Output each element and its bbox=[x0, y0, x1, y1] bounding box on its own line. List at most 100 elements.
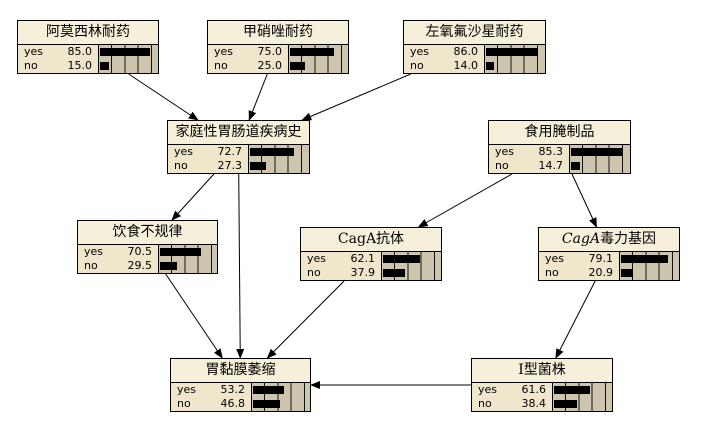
state-probability: 38.4 bbox=[521, 397, 547, 410]
probability-bar-yes bbox=[250, 148, 294, 156]
node-title: I型菌株 bbox=[472, 359, 612, 383]
probability-bar-no bbox=[554, 400, 577, 408]
title-italic-part: CagA bbox=[561, 231, 601, 247]
state-row-yes: yes 85.3 bbox=[489, 145, 630, 159]
edge-irregular_diet-to-atrophy bbox=[165, 273, 223, 359]
node-pickled-food[interactable]: 食用腌制品 yes 85.3 no 14.7 bbox=[488, 120, 631, 174]
probability-bar-yes bbox=[253, 386, 284, 394]
probability-gauge bbox=[251, 383, 310, 411]
state-row-yes: yes 61.6 bbox=[472, 383, 612, 397]
probability-bar-no bbox=[571, 162, 580, 170]
edge-caga_gene-to-type1_strain bbox=[555, 280, 596, 359]
probability-gauge bbox=[98, 45, 158, 73]
state-label: yes bbox=[478, 383, 498, 396]
state-label: yes bbox=[545, 252, 565, 265]
state-probability: 53.2 bbox=[220, 383, 246, 396]
node-title: CagA毒力基因 bbox=[539, 228, 679, 252]
probability-gauge bbox=[619, 252, 679, 280]
state-label: no bbox=[495, 159, 509, 172]
edge-metronidazole-to-family_history bbox=[248, 73, 268, 121]
edge-family_history-to-atrophy bbox=[236, 173, 245, 359]
title-part: 毒力基因 bbox=[600, 231, 657, 247]
state-row-yes: yes 53.2 bbox=[171, 383, 310, 397]
probability-bar-no bbox=[383, 269, 406, 277]
node-title: 食用腌制品 bbox=[489, 121, 630, 145]
state-probability: 37.9 bbox=[350, 266, 376, 279]
node-title: CagA抗体 bbox=[301, 228, 441, 252]
probability-bar-yes bbox=[621, 255, 668, 263]
probability-bar-no bbox=[100, 62, 109, 70]
probability-gauge bbox=[158, 245, 217, 273]
probability-bar-yes bbox=[100, 48, 151, 56]
state-probability: 14.0 bbox=[453, 59, 479, 72]
state-label: no bbox=[214, 59, 228, 72]
state-label: yes bbox=[177, 383, 197, 396]
state-probability: 79.1 bbox=[588, 252, 614, 265]
state-label: no bbox=[24, 59, 38, 72]
state-probability: 85.3 bbox=[538, 145, 564, 158]
state-probability: 72.7 bbox=[217, 145, 243, 158]
probability-bar-yes bbox=[383, 255, 420, 263]
state-label: no bbox=[307, 266, 321, 279]
state-probability: 46.8 bbox=[220, 397, 246, 410]
node-type-i-strain[interactable]: I型菌株 yes 61.6 no 38.4 bbox=[471, 358, 613, 412]
probability-gauge bbox=[288, 45, 348, 73]
state-label: no bbox=[545, 266, 559, 279]
probability-bar-yes bbox=[554, 386, 591, 394]
node-title: 甲硝唑耐药 bbox=[208, 21, 348, 45]
state-probability: 27.3 bbox=[217, 159, 243, 172]
node-title: 家庭性胃肠道疾病史 bbox=[168, 121, 309, 145]
probability-bar-yes bbox=[290, 48, 335, 56]
probability-gauge bbox=[484, 45, 545, 73]
probability-bar-no bbox=[621, 269, 634, 277]
node-title: 饮食不规律 bbox=[78, 221, 217, 245]
state-label: yes bbox=[410, 45, 430, 58]
probability-gauge bbox=[248, 145, 309, 173]
edge-levofloxacin-to-family_history bbox=[301, 73, 411, 121]
probability-gauge bbox=[569, 145, 630, 173]
state-label: yes bbox=[214, 45, 234, 58]
edge-pickled_food-to-caga_gene bbox=[571, 173, 597, 228]
state-label: yes bbox=[84, 245, 104, 258]
state-probability: 29.5 bbox=[127, 259, 153, 272]
probability-bar-yes bbox=[571, 148, 623, 156]
state-row-no: no 29.5 bbox=[78, 259, 217, 273]
edge-pickled_food-to-caga_antibody bbox=[417, 173, 513, 228]
state-probability: 86.0 bbox=[453, 45, 479, 58]
probability-bar-yes bbox=[486, 48, 538, 56]
state-label: no bbox=[478, 397, 492, 410]
state-label: no bbox=[84, 259, 98, 272]
state-probability: 14.7 bbox=[538, 159, 564, 172]
state-row-no: no 14.7 bbox=[489, 159, 630, 173]
state-probability: 61.6 bbox=[521, 383, 547, 396]
state-label: yes bbox=[495, 145, 515, 158]
state-probability: 15.0 bbox=[67, 59, 93, 72]
state-label: yes bbox=[307, 252, 327, 265]
state-row-no: no 38.4 bbox=[472, 397, 612, 411]
probability-gauge bbox=[381, 252, 441, 280]
probability-bar-no bbox=[486, 62, 495, 70]
probability-bar-no bbox=[250, 162, 267, 170]
probability-bar-yes bbox=[160, 248, 201, 256]
state-row-no: no 37.9 bbox=[301, 266, 441, 280]
